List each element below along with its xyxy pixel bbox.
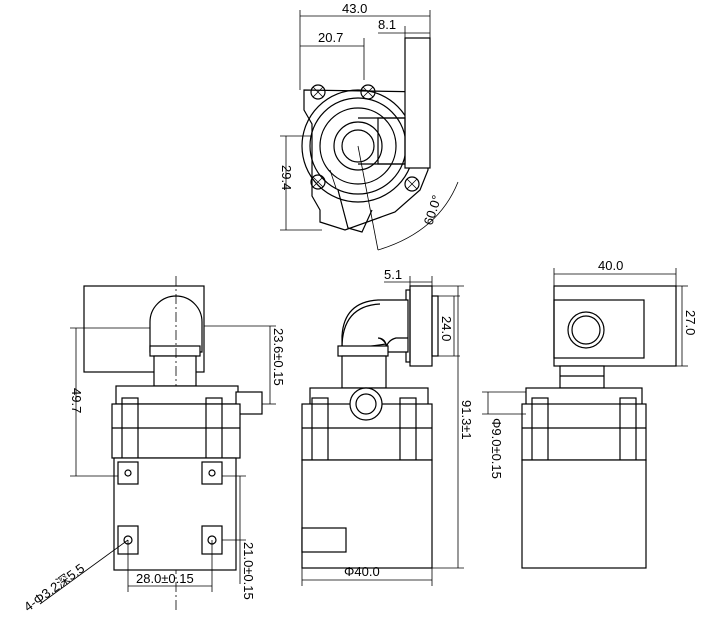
right-view: 40.0 27.0 Φ9.0±0.15 [482, 258, 698, 569]
side-view: 5.1 24.0 91.3±1 Φ40.0 [301, 267, 474, 586]
top-width-label: 43.0 [342, 1, 367, 16]
top-outlet-width-label: 8.1 [378, 17, 396, 32]
side-total-height-label: 91.3±1 [459, 400, 474, 440]
front-mounting-holes-label: 4-Φ3.2深5.5 [21, 561, 87, 615]
front-view: 49.7 23.6±0.15 21.0±0.15 28.0±0.15 4-Φ3.… [21, 276, 286, 614]
top-view: 43.0 20.7 8.1 60.0° [279, 1, 459, 251]
front-outlet-height-label: 23.6±0.15 [271, 328, 286, 386]
side-flange-thickness-label: 5.1 [384, 267, 402, 282]
side-body-diameter-label: Φ40.0 [344, 564, 380, 579]
top-inlet-offset-label: 20.7 [318, 30, 343, 45]
front-hole-spacing-y-label: 21.0±0.15 [241, 542, 256, 600]
side-flange-height-label: 24.0 [439, 316, 454, 341]
right-diameter-label: Φ9.0±0.15 [489, 418, 504, 479]
front-height-label: 49.7 [69, 388, 84, 413]
right-width-label: 40.0 [598, 258, 623, 273]
top-angle-label: 60.0° [421, 193, 445, 227]
front-hole-spacing-x-label: 28.0±0.15 [136, 571, 194, 586]
right-height-label: 27.0 [683, 310, 698, 335]
top-height-label: 29.4 [279, 165, 294, 190]
